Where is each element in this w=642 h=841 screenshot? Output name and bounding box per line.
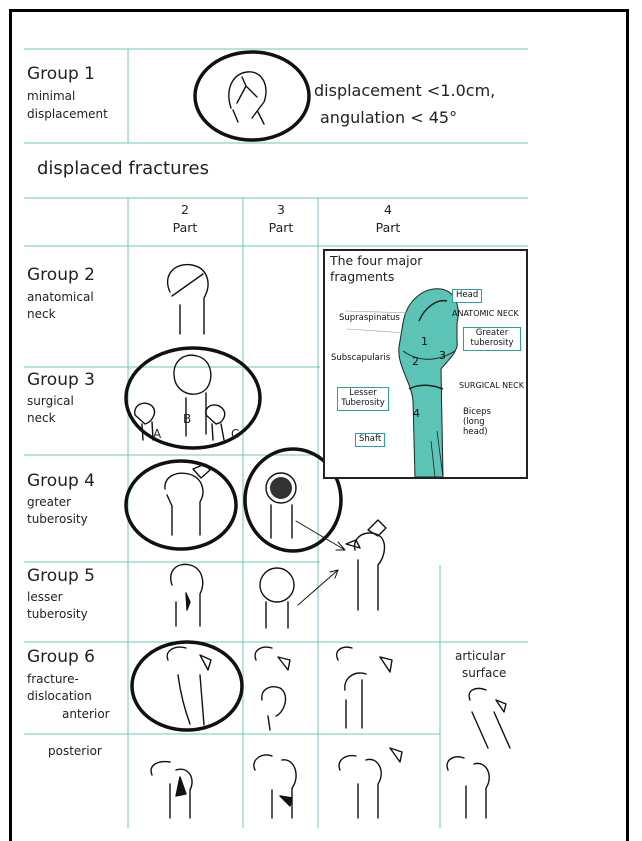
group3-main-head <box>174 355 211 394</box>
sketch-letter-a: A <box>153 428 161 441</box>
label-biceps: Biceps (long head) <box>463 407 511 437</box>
four-fragments-inset: The four major fragments Head ANATOMIC N… <box>323 249 528 479</box>
group1-humeral-head <box>229 72 266 118</box>
sketch-letter-c: C <box>231 428 239 441</box>
label-lesser-tuberosity: Lesser Tuberosity <box>337 387 389 411</box>
label-supraspinatus: Supraspinatus <box>339 313 400 323</box>
group5-3part-head <box>260 568 294 602</box>
fragment-number-3: 3 <box>439 349 446 362</box>
fragment-number-2: 2 <box>412 355 419 368</box>
label-shaft: Shaft <box>355 433 385 447</box>
label-head: Head <box>452 289 482 303</box>
fragment-number-1: 1 <box>421 335 428 348</box>
label-subscapularis: Subscapularis <box>331 353 390 363</box>
label-anatomic-neck: ANATOMIC NECK <box>452 309 519 318</box>
group3-highlight-circle <box>126 348 260 448</box>
fragment-number-4: 4 <box>413 407 420 420</box>
sketch-letter-b: B <box>183 413 191 426</box>
group1-highlight-circle <box>195 52 309 140</box>
label-greater-tuberosity: Greater tuberosity <box>463 327 521 351</box>
group4-2part-circle <box>126 461 236 549</box>
label-surgical-neck: SURGICAL NECK <box>459 381 524 390</box>
